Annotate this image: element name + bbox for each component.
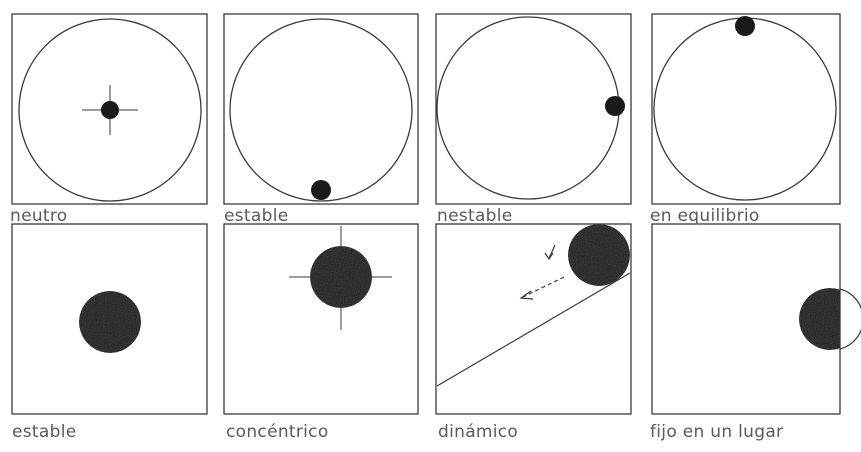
- dinamico-slope: [437, 273, 630, 386]
- estable-dot: [311, 180, 331, 200]
- label-dinamico: dinámico: [438, 424, 518, 441]
- label-fijo: fijo en un lugar: [650, 424, 783, 441]
- dinamico-curved-arrow: [545, 245, 555, 259]
- frame-en-equilibrio: [652, 14, 840, 204]
- circle-estable: [230, 19, 412, 201]
- equilibrio-dot: [735, 16, 755, 36]
- label-estable-top: estable: [224, 208, 288, 225]
- fijo-half-disc: [799, 288, 861, 350]
- frame-concentrico: [224, 224, 418, 414]
- frame-estable-top: [224, 14, 418, 204]
- circle-en-equilibrio: [654, 18, 836, 200]
- dinamico-dashed-arrow: [521, 277, 564, 299]
- concentrico-disc: [310, 246, 372, 308]
- fijo-outer-arc: [840, 289, 861, 349]
- circle-nestable: [437, 17, 619, 199]
- label-estable-bottom: estable: [12, 424, 76, 441]
- nestable-dot: [605, 96, 625, 116]
- estable-disc: [79, 291, 141, 353]
- label-concentrico: concéntrico: [226, 424, 329, 441]
- dinamico-disc: [568, 224, 630, 286]
- label-neutro: neutro: [10, 208, 68, 225]
- label-nestable: nestable: [437, 208, 513, 225]
- label-en-equilibrio: en equilibrio: [650, 208, 760, 225]
- neutro-dot: [101, 101, 119, 119]
